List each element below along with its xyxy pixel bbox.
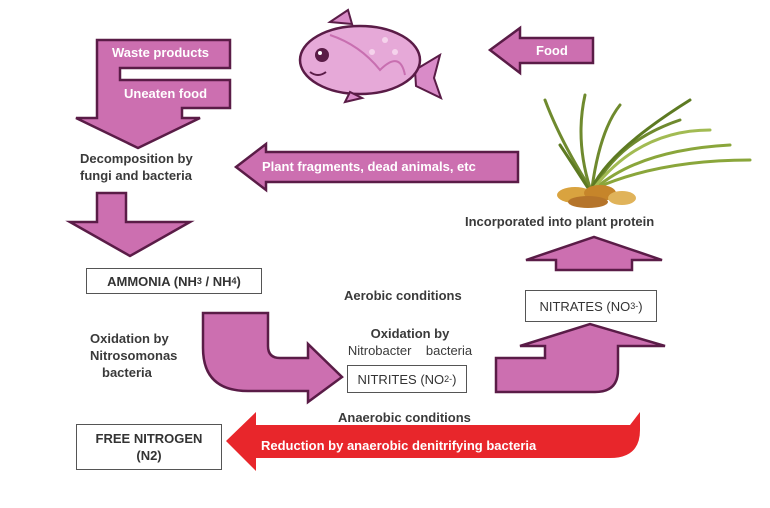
nitrosomonas-label: Oxidation by Nitrosomonas bacteria <box>90 331 178 380</box>
food-arrow <box>487 25 595 76</box>
uptake-arrow <box>525 235 663 272</box>
uneaten-food-label: Uneaten food <box>124 86 208 101</box>
aerobic-label: Aerobic conditions <box>344 288 462 303</box>
plant-fragments-label: Plant fragments, dead animals, etc <box>262 159 476 174</box>
plant-fragments-arrow <box>233 141 520 193</box>
nitrobacter-arrow <box>494 322 666 394</box>
nitrobacter-label: Oxidation by Nitrobacter bacteria <box>347 326 473 358</box>
fish-icon <box>298 8 443 104</box>
seagrass-plant-icon <box>543 93 752 208</box>
incorporated-label: Incorporated into plant protein <box>465 214 655 229</box>
nitrosomonas-arrow <box>201 311 344 405</box>
waste-products-label: Waste products <box>112 45 210 60</box>
waste-arrow <box>75 38 232 150</box>
anaerobic-label: Anaerobic conditions <box>338 410 471 425</box>
reduction-arrow <box>226 412 640 471</box>
free-nitrogen-box: FREE NITROGEN (N2) <box>76 424 222 470</box>
decomposition-arrow <box>65 191 195 258</box>
food-label: Food <box>536 43 568 58</box>
reduction-label: Reduction by anaerobic denitrifying bact… <box>261 438 537 453</box>
decomposition-label: Decomposition by fungi and bacteria <box>80 151 193 183</box>
